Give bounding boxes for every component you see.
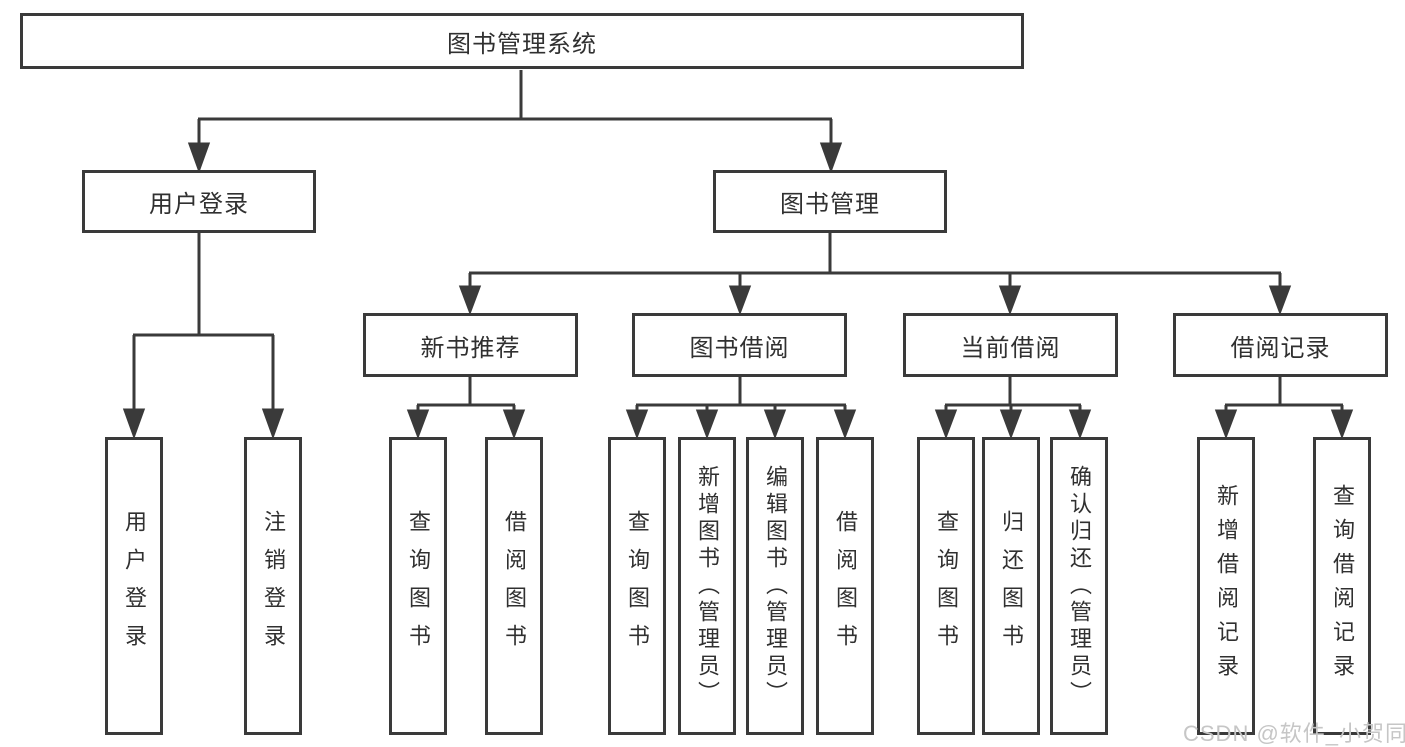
arrowhead-icon bbox=[695, 409, 719, 440]
arrowhead-icon bbox=[998, 285, 1022, 316]
arrowhead-icon bbox=[187, 142, 211, 174]
node-label: 查询图书 bbox=[934, 510, 959, 662]
leaf-return-books: 归还图书 bbox=[982, 437, 1040, 735]
node-label: 查询借阅记录 bbox=[1330, 484, 1355, 688]
node-label: 查询图书 bbox=[625, 510, 650, 662]
node-label: 编辑图书（管理员） bbox=[763, 464, 788, 708]
arrowhead-icon bbox=[1068, 409, 1092, 440]
node-book-borrow: 图书借阅 bbox=[632, 313, 847, 377]
connector-currentborrow-to-leaves bbox=[934, 377, 1092, 440]
node-label: 图书管理系统 bbox=[447, 30, 597, 58]
leaf-query-books-newbooks: 查询图书 bbox=[389, 437, 447, 735]
connector-records-to-leaves bbox=[1214, 377, 1354, 440]
node-user-login-branch: 用户登录 bbox=[82, 170, 316, 233]
node-label: 当前借阅 bbox=[960, 334, 1061, 362]
leaf-query-books-borrow: 查询图书 bbox=[608, 437, 666, 735]
arrowhead-icon bbox=[1214, 409, 1238, 440]
arrowhead-icon bbox=[999, 409, 1023, 440]
connector-newbooks-to-leaves bbox=[406, 377, 526, 440]
node-label: 新增借阅记录 bbox=[1214, 484, 1239, 688]
node-label: 注销登录 bbox=[261, 510, 286, 662]
node-current-borrow: 当前借阅 bbox=[903, 313, 1118, 377]
arrowhead-icon bbox=[819, 142, 843, 174]
leaf-user-login: 用户登录 bbox=[105, 437, 163, 735]
arrowhead-icon bbox=[1330, 409, 1354, 440]
node-label: 确认归还（管理员） bbox=[1067, 464, 1092, 708]
arrowhead-icon bbox=[763, 409, 787, 440]
leaf-borrow-books-newbooks: 借阅图书 bbox=[485, 437, 543, 735]
leaf-query-borrow-record: 查询借阅记录 bbox=[1313, 437, 1371, 735]
connector-bookborrow-to-leaves bbox=[625, 377, 857, 440]
node-label: 新书推荐 bbox=[420, 334, 521, 362]
connector-root-to-level2 bbox=[187, 70, 843, 174]
leaf-add-books-admin: 新增图书（管理员） bbox=[678, 437, 736, 735]
arrowhead-icon bbox=[1268, 285, 1292, 316]
node-label: 查询图书 bbox=[406, 510, 431, 662]
leaf-logout: 注销登录 bbox=[244, 437, 302, 735]
arrowhead-icon bbox=[728, 285, 752, 316]
arrowhead-icon bbox=[934, 409, 958, 440]
connector-userlogin-to-leaves bbox=[122, 233, 285, 440]
node-book-management-branch: 图书管理 bbox=[713, 170, 947, 233]
node-label: 新增图书（管理员） bbox=[695, 464, 720, 708]
leaf-query-books-current: 查询图书 bbox=[917, 437, 975, 735]
node-label: 图书管理 bbox=[780, 191, 880, 218]
connector-bookmgmt-to-level3 bbox=[458, 233, 1292, 316]
leaf-confirm-return-admin: 确认归还（管理员） bbox=[1050, 437, 1108, 735]
leaf-borrow-books: 借阅图书 bbox=[816, 437, 874, 735]
node-label: 借阅图书 bbox=[502, 510, 527, 662]
leaf-edit-books-admin: 编辑图书（管理员） bbox=[746, 437, 804, 735]
node-label: 借阅图书 bbox=[833, 510, 858, 662]
leaf-add-borrow-record: 新增借阅记录 bbox=[1197, 437, 1255, 735]
node-root-system: 图书管理系统 bbox=[20, 13, 1024, 69]
node-label: 借阅记录 bbox=[1230, 334, 1331, 362]
node-borrow-records: 借阅记录 bbox=[1173, 313, 1388, 377]
node-label: 归还图书 bbox=[999, 510, 1024, 662]
csdn-watermark: CSDN @软件_小贺同学 bbox=[1183, 721, 1405, 746]
node-label: 用户登录 bbox=[122, 510, 147, 662]
arrowhead-icon bbox=[406, 409, 430, 440]
arrowhead-icon bbox=[833, 409, 857, 440]
node-new-book-recommend: 新书推荐 bbox=[363, 313, 578, 377]
arrowhead-icon bbox=[458, 285, 482, 316]
node-label: 图书借阅 bbox=[689, 334, 790, 362]
arrowhead-icon bbox=[502, 409, 526, 440]
arrowhead-icon bbox=[625, 409, 649, 440]
arrowhead-icon bbox=[261, 408, 285, 440]
node-label: 用户登录 bbox=[149, 191, 249, 218]
arrowhead-icon bbox=[122, 408, 146, 440]
